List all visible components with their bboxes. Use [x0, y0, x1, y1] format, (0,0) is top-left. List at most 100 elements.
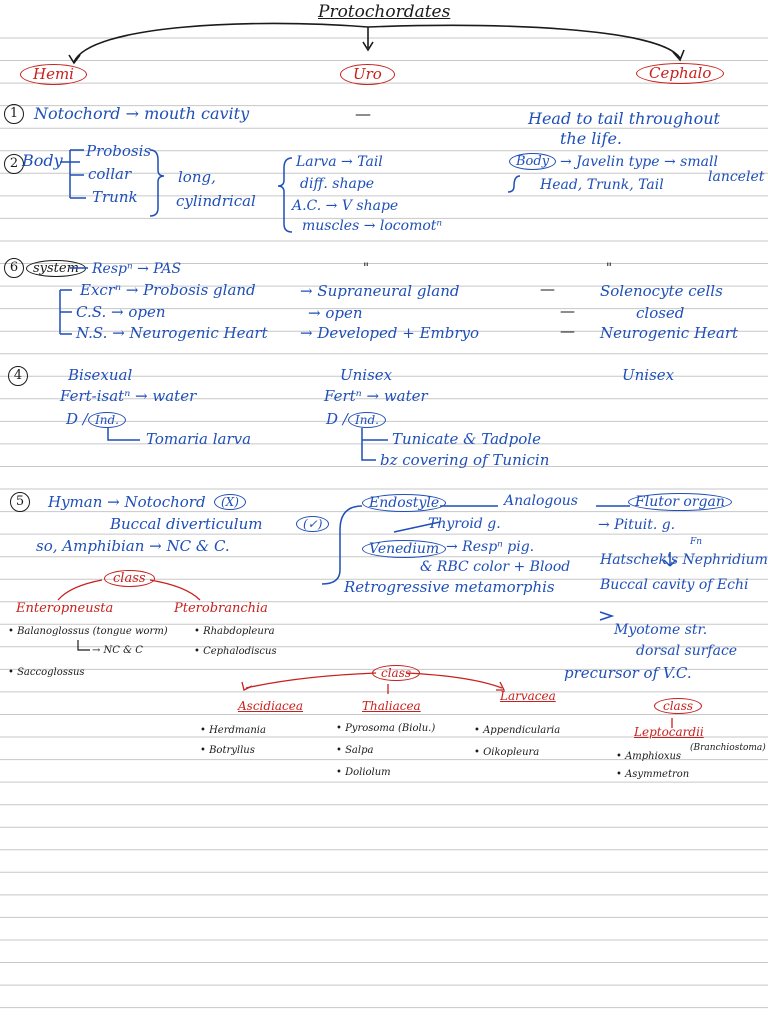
- row5-venedium: Venedium: [362, 540, 447, 558]
- row5-venedium-b: → Respⁿ pig.: [446, 539, 535, 555]
- row5-buccal-mark: (✓): [296, 516, 330, 532]
- hemi-item-saccoglossus: • Saccoglossus: [8, 667, 85, 678]
- ceph-item-amphioxus: • Amphioxus: [616, 751, 682, 762]
- row5-precursor: precursor of V.C.: [564, 664, 692, 682]
- hemi-item-note: → NC & C: [92, 645, 143, 656]
- row4-hemi-larva: Tomaria larva: [146, 430, 252, 448]
- row3-resp-ceph: ": [606, 261, 612, 276]
- row5-hyman-mark: (X): [214, 494, 246, 510]
- ceph-class-label: class: [654, 698, 703, 714]
- row3-nervous-dash: —: [560, 322, 575, 340]
- ceph-item-asymmetron: • Asymmetron: [616, 769, 690, 780]
- row3-excretion-ceph: Solenocyte cells: [600, 282, 723, 300]
- row3-circulatory-uro: → open: [308, 304, 363, 322]
- hemi-class-pterobranchia: Pterobranchia: [174, 601, 268, 616]
- row5-rbc: & RBC color + Blood: [420, 559, 571, 575]
- row2-part-0: Probosis: [86, 142, 152, 160]
- row2-part-2: Trunk: [92, 188, 138, 206]
- uro-group-thaliacea: Thaliacea: [362, 699, 421, 713]
- uro-item-herdmania: • Herdmania: [200, 725, 266, 736]
- row4-uro-tunicate: Tunicate & Tadpole: [392, 430, 541, 448]
- row3-circulatory: C.S. → open: [76, 303, 166, 321]
- row4-number: 4: [8, 366, 28, 386]
- row2-uro-item-0: Larva → Tail: [296, 154, 383, 170]
- uro-item-appendicularia: • Appendicularia: [474, 725, 561, 736]
- ceph-group-leptocardii: Leptocardii: [634, 725, 704, 739]
- row5-analogous: Analogous: [504, 493, 578, 509]
- uro-class-label: class: [372, 665, 421, 681]
- row5-thyroid: Thyroid g.: [428, 516, 501, 532]
- uro-group-ascidiacea: Ascidiacea: [238, 699, 304, 713]
- row4-uro-fert: Fertⁿ → water: [324, 387, 428, 405]
- row5-pituitary-fn: Fn: [690, 537, 703, 547]
- row4-uro-indirect: Ind.: [348, 412, 386, 428]
- row2-ceph-body: Body: [509, 153, 557, 170]
- row5-endostyle: Endostyle: [362, 494, 447, 512]
- row5-retrogressive: Retrogressive metamorphis: [344, 578, 555, 596]
- row5-number: 5: [10, 492, 30, 512]
- row5-pituitary: → Pituit. g.: [598, 517, 676, 533]
- uro-item-oikopleura: • Oikopleura: [474, 747, 540, 758]
- row2-shape-1: long,: [178, 168, 216, 186]
- row2-uro-item-2: A.C. → V shape: [292, 198, 399, 214]
- row2-uro-item-1: diff. shape: [300, 176, 375, 192]
- row2-part-1: collar: [88, 165, 132, 183]
- row5-hyman: Hyman → Notochord: [48, 493, 206, 511]
- row4-uro-covering: bz covering of Tunicin: [380, 451, 550, 469]
- row2-uro-item-3: muscles → locomotⁿ: [302, 218, 443, 234]
- branch-hemi: Hemi: [20, 64, 87, 85]
- row2-number: 2: [4, 154, 24, 174]
- row4-hemi-dev: D /: [66, 410, 88, 428]
- row4-hemi-sex: Bisexual: [68, 366, 133, 384]
- uro-item-botryllus: • Botryllus: [200, 745, 255, 756]
- uro-item-pyrosoma: • Pyrosoma (Biolu.): [336, 723, 436, 734]
- row4-uro-sex: Unisex: [340, 366, 393, 384]
- row2-ceph-line1: → Javelin type → small: [560, 154, 718, 170]
- row2-body: Body: [22, 151, 63, 170]
- row3-nervous-uro: → Developed + Embryo: [300, 324, 480, 342]
- row5-myotome: Myotome str.: [614, 622, 708, 638]
- row3-resp: Respⁿ → PAS: [92, 261, 182, 277]
- row2-ceph-lancelet: lancelet: [708, 169, 765, 185]
- uro-item-salpa: • Salpa: [336, 745, 374, 756]
- row3-number: 6: [4, 258, 24, 278]
- row2-ceph-line2: Head, Trunk, Tail: [540, 177, 664, 193]
- page-title: Protochordates: [318, 2, 451, 22]
- row1-hemi: Notochord → mouth cavity: [34, 104, 250, 123]
- row5-buccal: Buccal diverticulum: [110, 515, 263, 533]
- row3-excretion: Excrⁿ → Probosis gland: [80, 281, 256, 299]
- row1-uro: —: [355, 104, 371, 123]
- hemi-item-balanoglossus: • Balanoglossus (tongue worm): [8, 626, 168, 637]
- uro-group-larvacea: Larvacea: [500, 689, 556, 703]
- ceph-item-branchiostoma: (Branchiostoma): [690, 743, 766, 753]
- row3-nervous-ceph: Neurogenic Heart: [600, 324, 739, 342]
- row3-nervous: N.S. → Neurogenic Heart: [76, 324, 268, 342]
- row5-so: so, Amphibian → NC & C.: [36, 537, 230, 555]
- uro-item-doliolum: • Doliolum: [336, 767, 391, 778]
- row5-hatschek: Hatschek's Nephridium: [600, 552, 768, 568]
- row5-dorsal: dorsal surface: [636, 643, 738, 659]
- row5-buccal-cavity: Buccal cavity of Echi: [600, 577, 749, 593]
- row3-circulatory-ceph: closed: [636, 304, 685, 322]
- row5-flutor: Flutor organ: [628, 493, 732, 511]
- hemi-item-cephalodiscus: • Cephalodiscus: [194, 646, 277, 657]
- row1-cephalo-line1: Head to tail throughout: [528, 109, 720, 128]
- branch-uro: Uro: [340, 64, 395, 85]
- row3-excretion-uro: → Supraneural gland: [300, 282, 460, 300]
- hemi-class-enteropneusta: Enteropneusta: [16, 601, 114, 616]
- hemi-item-rhabdopleura: • Rhabdopleura: [194, 626, 275, 637]
- row3-excretion-dash: —: [540, 280, 555, 298]
- row4-hemi-fert: Fert-isatⁿ → water: [60, 387, 197, 405]
- row3-resp-uro: ": [363, 261, 369, 276]
- row1-number: 1: [4, 104, 24, 124]
- row3-circulatory-dash: —: [560, 302, 575, 320]
- row4-ceph-sex: Unisex: [622, 366, 675, 384]
- row1-cephalo-line2: the life.: [560, 129, 622, 148]
- row2-shape-2: cylindrical: [176, 192, 256, 210]
